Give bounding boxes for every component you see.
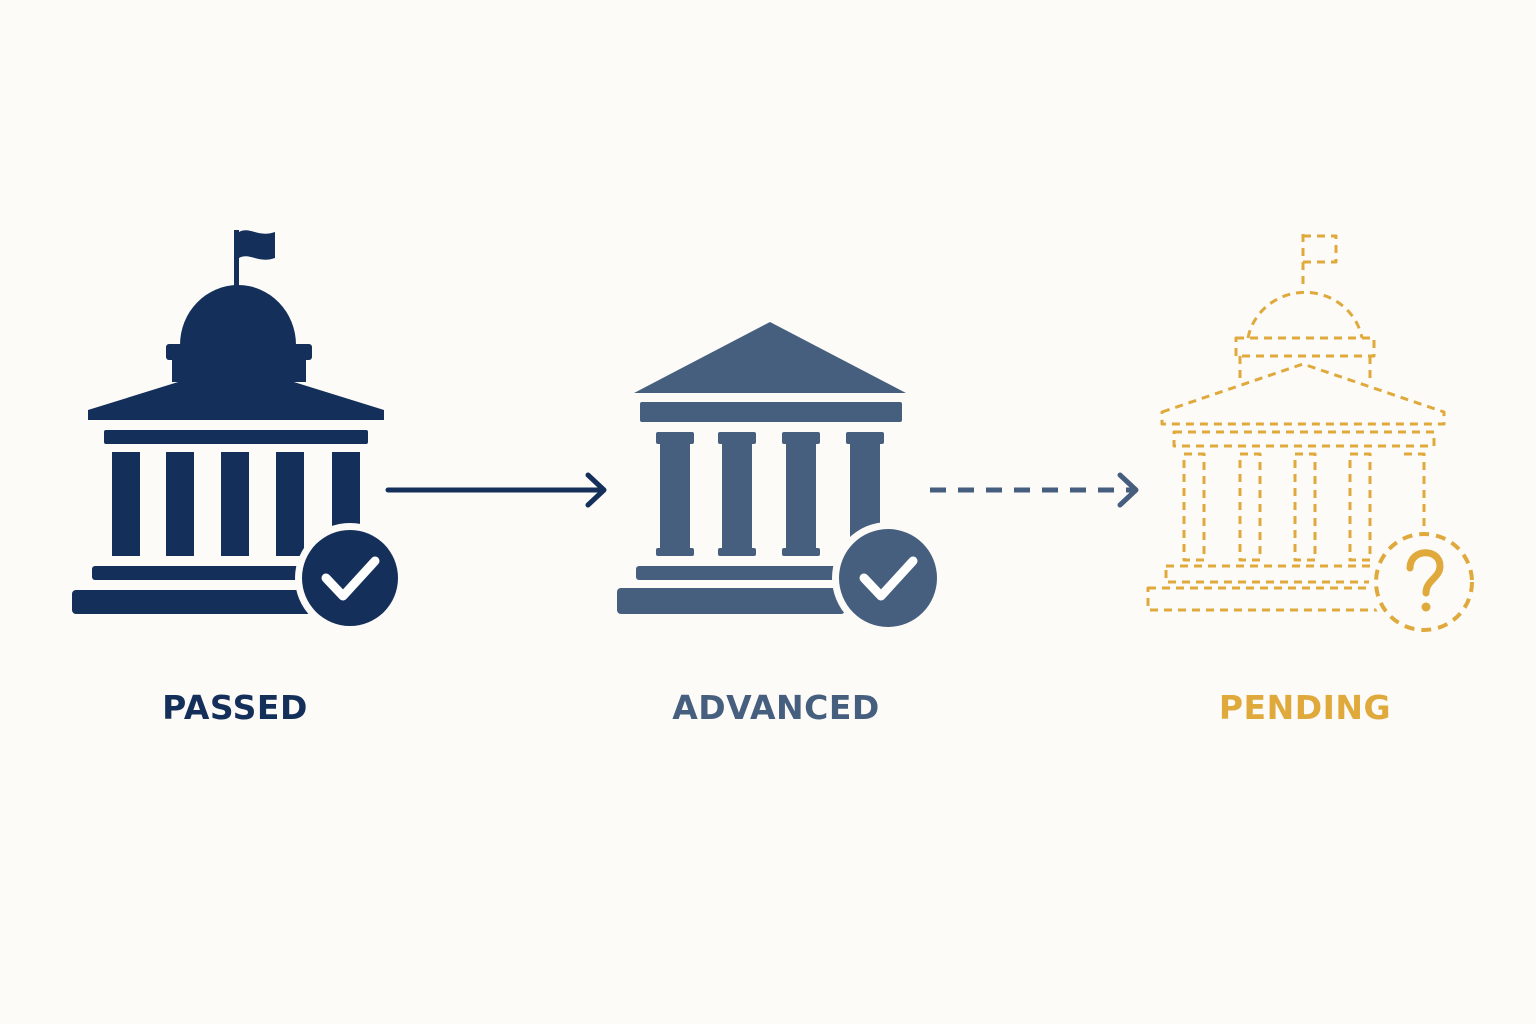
solid-arrow-connector: [385, 472, 607, 508]
dashed-arrow-connector: [930, 472, 1139, 508]
question-circle-icon: [1369, 527, 1479, 637]
stage-label-pending: PENDING: [1218, 688, 1392, 727]
capitol-passed-icon: [72, 230, 384, 614]
stage-label-advanced: ADVANCED: [672, 688, 880, 727]
check-circle-icon: [832, 522, 944, 634]
courthouse-advanced-icon: [617, 322, 906, 614]
check-circle-icon: [295, 523, 405, 633]
stage-label-passed: PASSED: [162, 688, 308, 727]
